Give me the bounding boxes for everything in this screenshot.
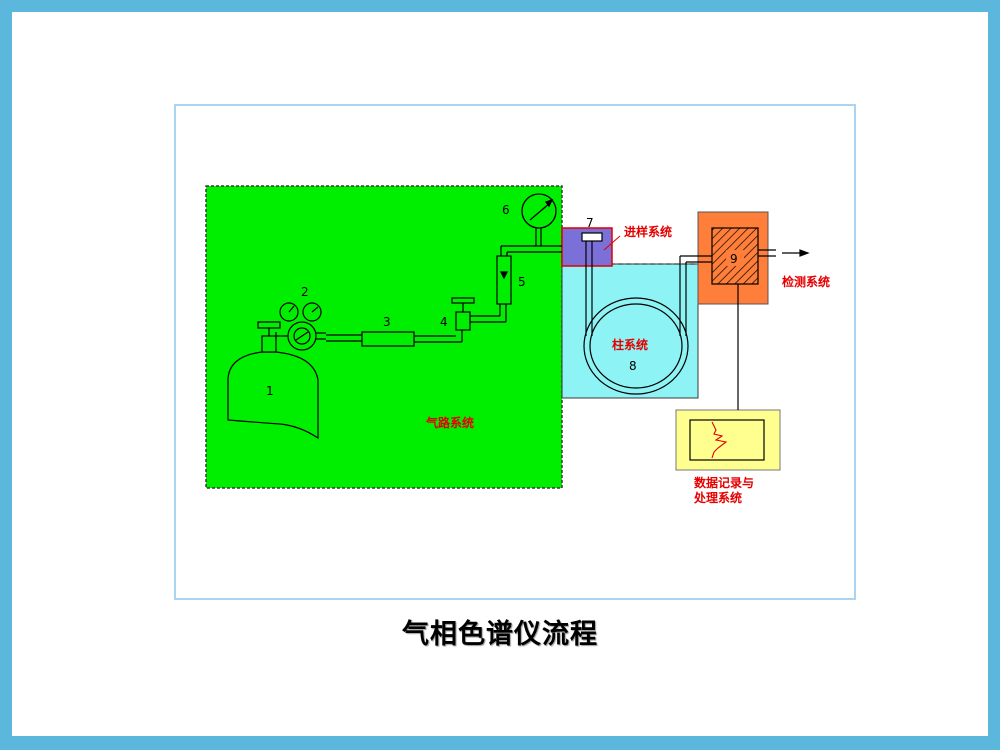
column-region [561,263,699,399]
gas-pipe [414,330,463,343]
needle-valve [451,297,475,331]
injection-leader-line [603,235,621,251]
purifier [361,331,415,347]
data-system-label-line2: 处理系统 [693,490,742,505]
gas-pipe [326,334,362,342]
chromatography-column [583,255,714,395]
column-label: 柱系统 [612,337,648,352]
gas-pipe [500,228,562,256]
gas-cylinder [227,321,319,440]
label-7: 7 [586,216,594,230]
label-4: 4 [440,315,448,329]
label-6: 6 [502,203,510,217]
label-9: 9 [730,252,738,266]
gas-pipe [470,304,507,323]
gas-path-region [205,185,563,489]
label-2: 2 [301,285,309,299]
pressure-regulator [275,302,326,351]
page-title: 气相色谱仪流程 [402,619,598,650]
detection-label: 检测系统 [782,274,830,289]
pressure-gauge [521,193,557,229]
flowmeter [496,255,512,305]
exhaust-arrow-icon [758,249,810,257]
data-system-label-line1: 数据记录与 [694,475,754,490]
label-3: 3 [383,315,391,329]
gas-path-label: 气路系统 [425,415,474,430]
label-8: 8 [629,359,637,373]
recorder-screen [689,419,765,461]
injector [581,232,603,260]
label-1: 1 [266,384,274,398]
injection-label: 进样系统 [624,224,672,239]
label-5: 5 [518,275,526,289]
